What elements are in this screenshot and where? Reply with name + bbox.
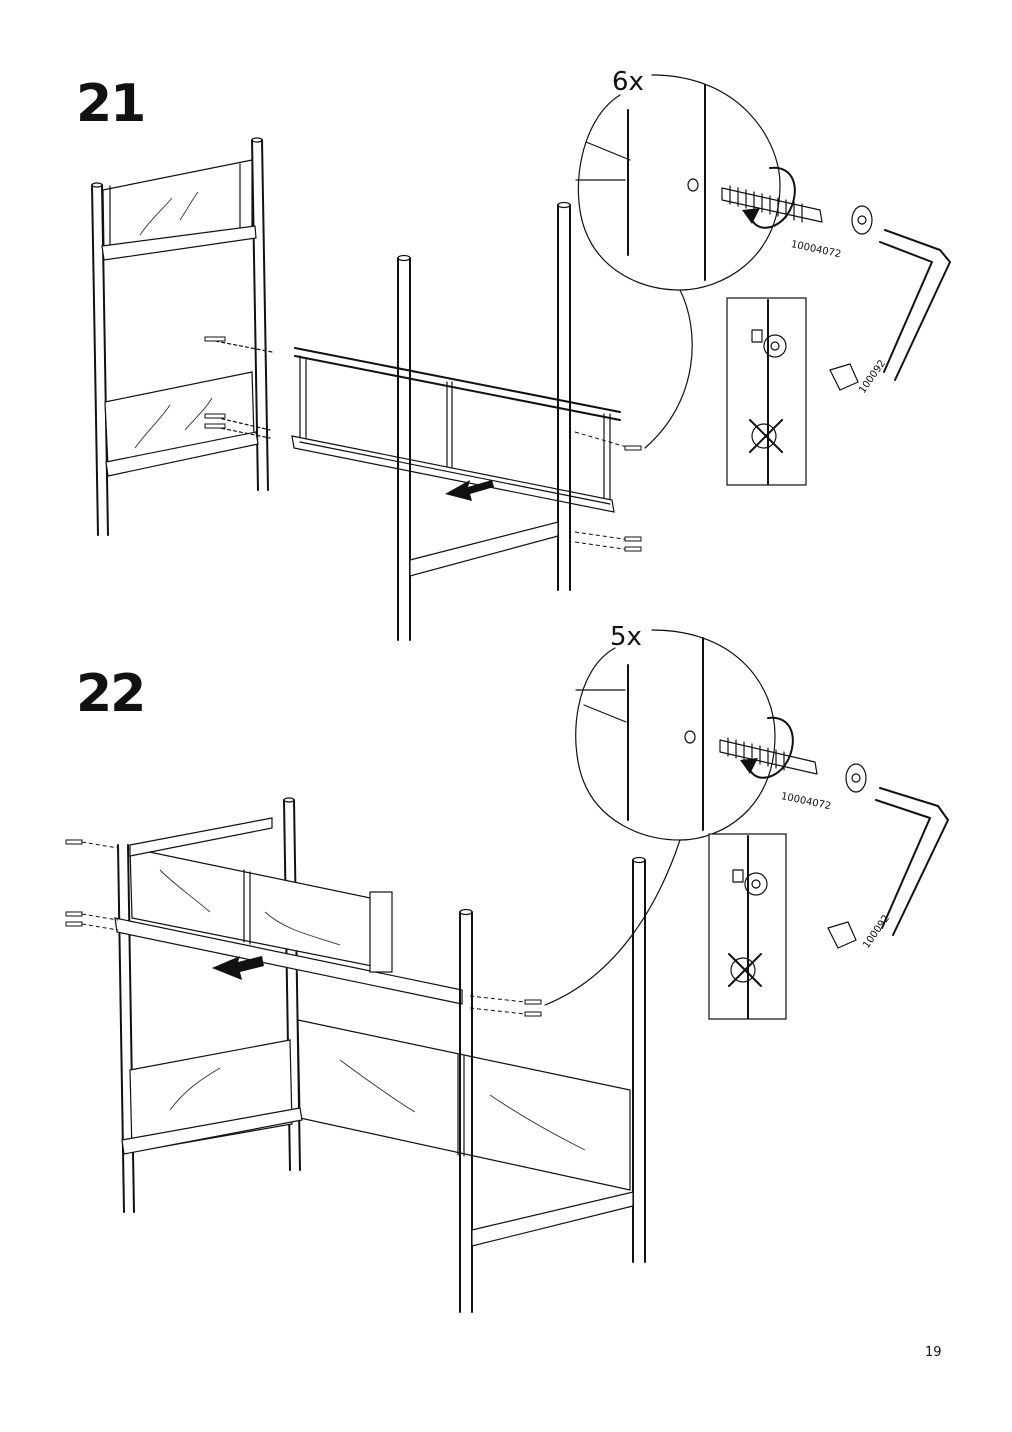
end-frame-right: [397, 201, 571, 641]
bolt-flush-icon: [751, 329, 787, 358]
step-number: 22: [76, 664, 146, 724]
end-frame-left: [91, 137, 273, 536]
lower-side-panel: [121, 1019, 631, 1191]
quantity-label: 5x: [610, 622, 642, 652]
usage-inset: [708, 833, 787, 1020]
quantity-label: 6x: [612, 67, 644, 97]
step-21-illustration: [91, 74, 951, 641]
arrow-icon: [445, 480, 494, 501]
upper-guard-rail: [114, 817, 463, 1005]
side-rail: [291, 347, 621, 513]
bolts-lower: [574, 431, 642, 552]
arrow-icon: [212, 956, 264, 980]
crossed-out-icon: [749, 419, 783, 453]
curved-arrow-icon: [747, 716, 794, 779]
detail-callout: [575, 74, 951, 449]
bolts-left: [65, 839, 542, 1017]
bolt-flush-icon: [732, 869, 768, 896]
detail-callout: [544, 629, 949, 1006]
usage-inset: [726, 297, 807, 486]
page-number: 19: [925, 1345, 942, 1360]
step-number: 21: [76, 74, 146, 134]
crossed-out-icon: [728, 953, 762, 987]
curved-arrow-icon: [749, 166, 796, 229]
